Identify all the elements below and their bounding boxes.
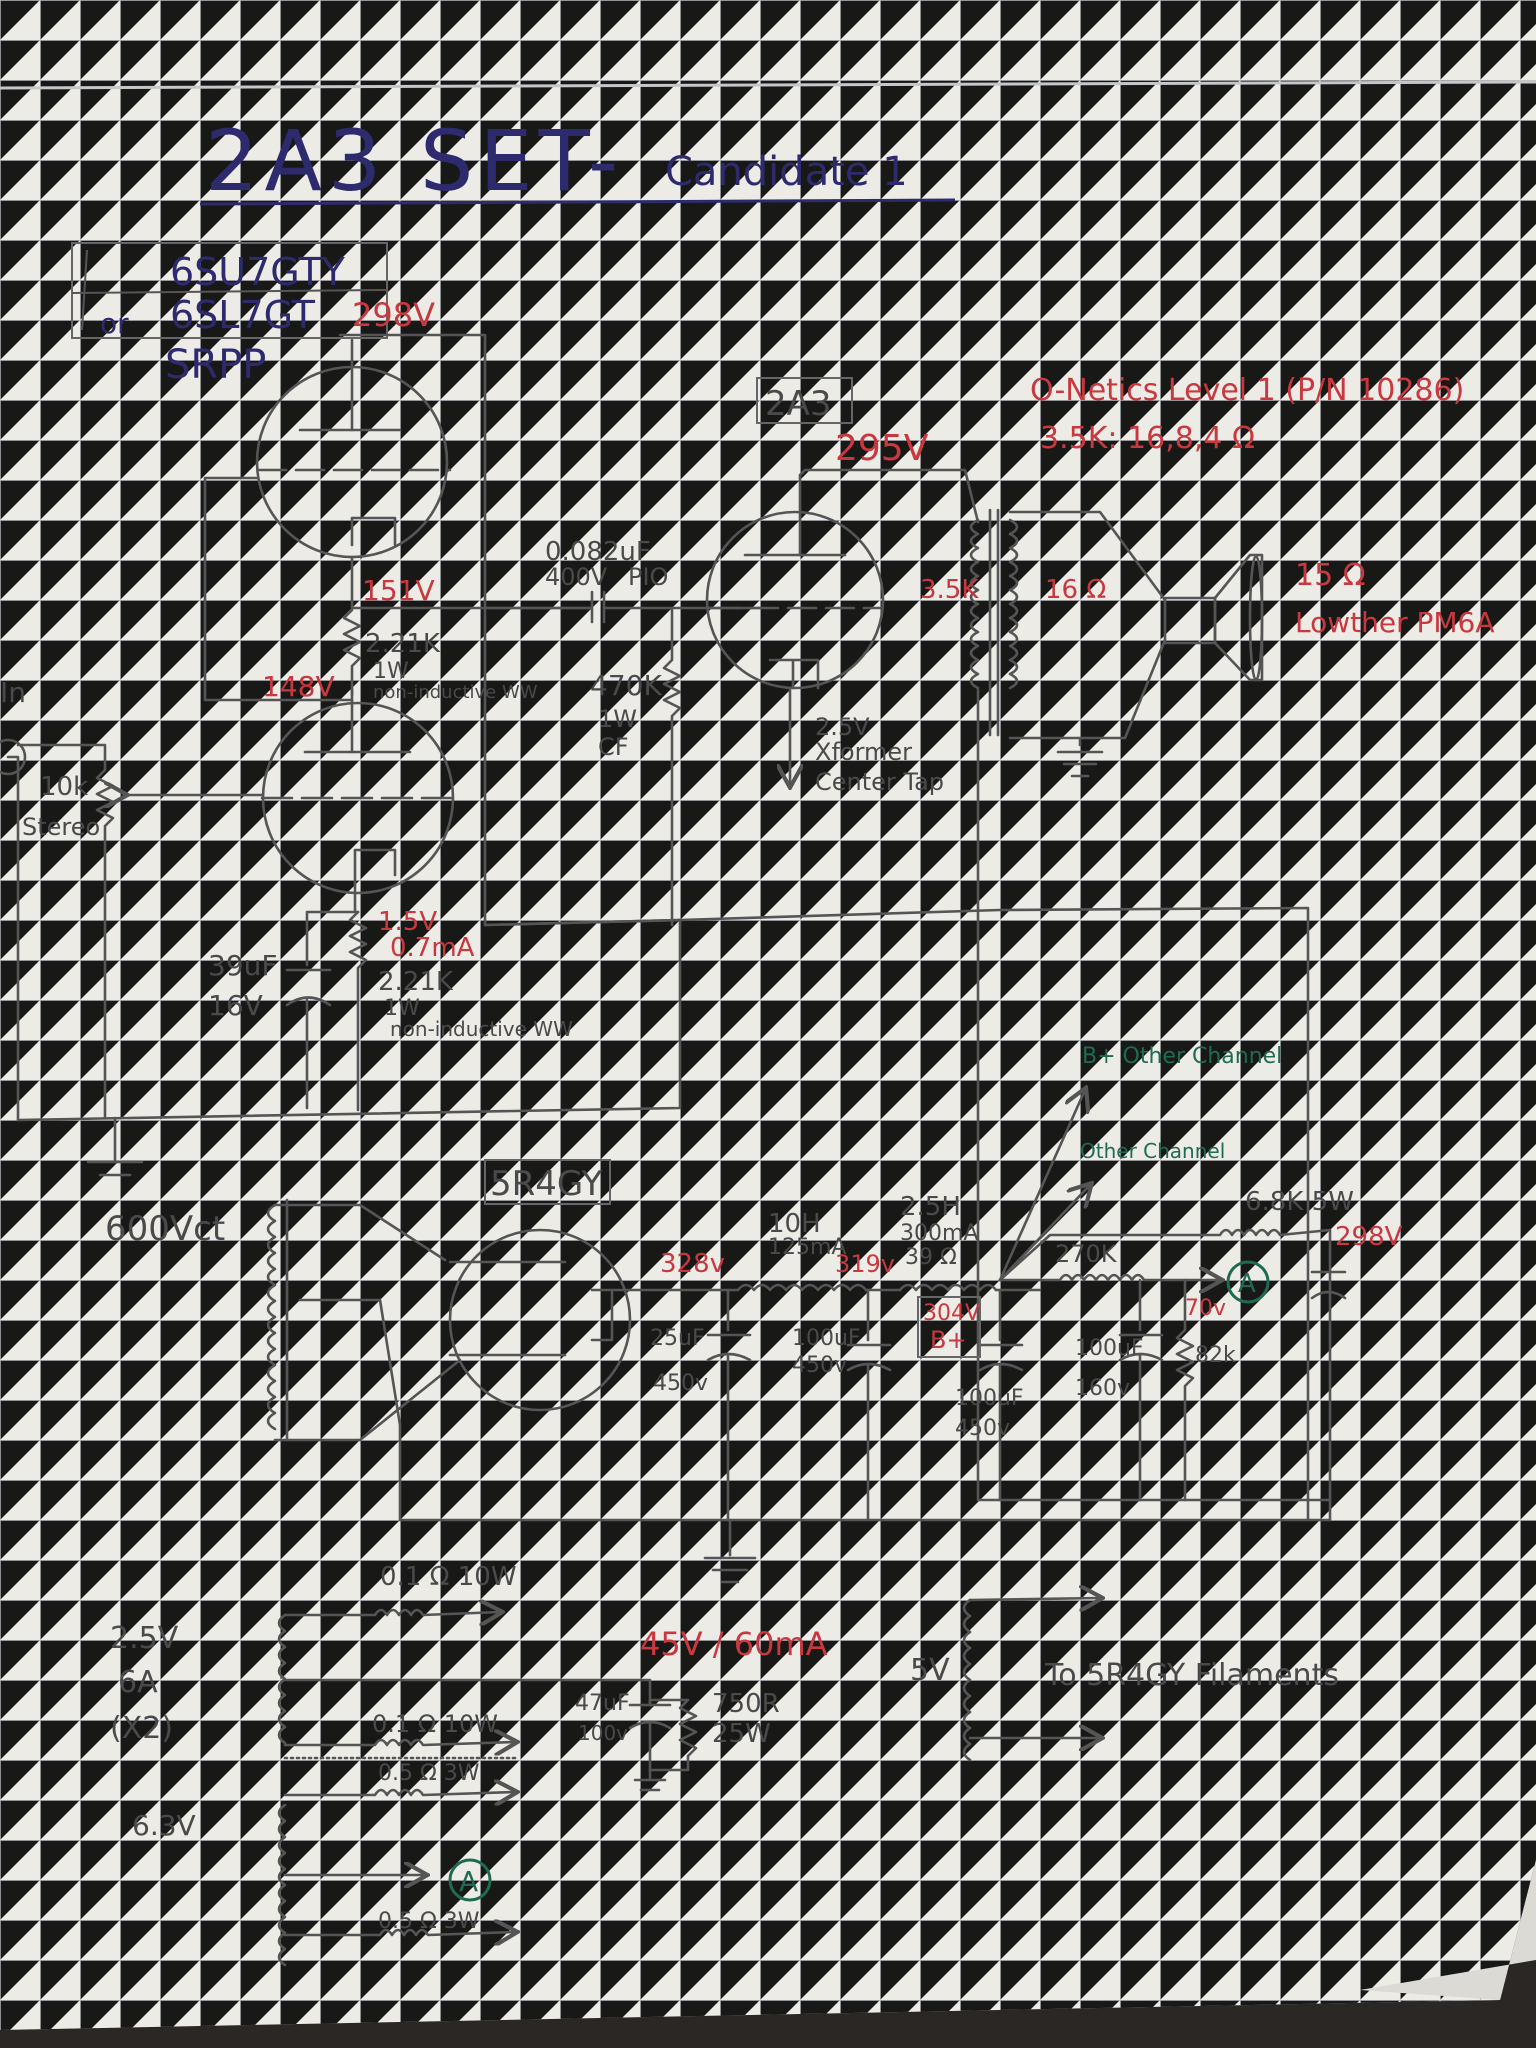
cap3-value: 100uF (955, 1386, 1024, 1411)
bias-resistor-value: 270K (1055, 1240, 1118, 1268)
output-tube-name: 2A3 (765, 384, 832, 424)
output-stage-labels: 0.082uF 400V PIO 470K 1W CF 2A3 295V 2.5… (545, 373, 1495, 796)
driver-bypass-cap-voltage: 16V (208, 989, 263, 1022)
heater-load-resistor-power: 25W (712, 1719, 771, 1749)
heater-winding2-voltage: 6.3V (132, 1809, 196, 1842)
input-label: In (0, 676, 26, 709)
b-plus-label: B+ (930, 1326, 967, 1354)
driver-plate-voltage: 298V (352, 296, 435, 334)
rect-filament-voltage: 5V (910, 1653, 950, 1688)
driver-upper-grid-voltage: 148V (262, 670, 335, 703)
driver-upper-resistor: 2.21K (365, 629, 441, 659)
heater-r4: 0.5 Ω 3W (378, 1909, 480, 1934)
driver-cathode-resistor: 2.21K (378, 967, 454, 997)
cap3-voltage: 450v (955, 1416, 1010, 1441)
choke1-current: 125mA (768, 1235, 846, 1260)
coupling-cap-type: PIO (628, 563, 668, 591)
heater-filter-cap-voltage: 100v (578, 1721, 628, 1745)
heater-r1: 0.1 Ω 10W (380, 1562, 517, 1592)
cap1-value: 25uF (650, 1326, 705, 1351)
output-stage (483, 468, 1310, 1522)
post-choke1-voltage: 319v (835, 1250, 895, 1278)
rectifier-name: 5R4GY (490, 1164, 603, 1204)
heater-filter-cap: 47uF (575, 1691, 630, 1716)
grid-resistor-value: 470K (590, 669, 662, 702)
heater-winding1-voltage: 2.5V (110, 1621, 179, 1656)
driver-cathode-resistor-type: non-inductive WW (390, 1017, 573, 1041)
title-sub: Candidate 1 (665, 149, 908, 195)
heater-dc-supply: 45V / 60mA (640, 1625, 828, 1663)
other-channel-label: Other Channel (1080, 1139, 1225, 1163)
b-plus-other-channel: B+ Other Channel (1082, 1044, 1282, 1069)
choke2-value: 2.5H (900, 1192, 961, 1222)
cap2-voltage: 450v (792, 1353, 847, 1378)
choke2-dcr: 39 Ω (905, 1245, 957, 1270)
driver-topology: SRPP (165, 342, 266, 388)
driver-tube-primary: 6SU7GTY (170, 250, 346, 294)
power-supply (266, 1090, 1347, 1584)
driver-upper-resistor-type: non-inductive WW (373, 682, 538, 703)
filament-note-2: Xformer (815, 738, 912, 766)
driver-cathode-voltage: 1.5V (378, 907, 437, 937)
input-pot-value: 10k (40, 772, 88, 802)
dropper-voltage: 298V (1335, 1222, 1403, 1252)
output-plate-voltage: 295V (835, 428, 929, 469)
title-block: 2A3 SET- Candidate 1 (199, 112, 956, 210)
transformer-secondary-impedance: 16 Ω (1045, 575, 1106, 605)
cap2-value: 100uF (792, 1326, 861, 1351)
driver-stage (0, 333, 682, 1177)
rectifier-output-voltage: 328v (660, 1249, 725, 1279)
choke2-current: 300mA (900, 1221, 978, 1246)
title-main: 2A3 SET- (205, 112, 624, 210)
node-a-marker-supply: A (1238, 1269, 1256, 1299)
bleeder-resistor: 82k (1195, 1343, 1236, 1368)
filament-note-1: 2.5V (815, 713, 870, 741)
driver-cathode-resistor-power: 1W (384, 996, 420, 1021)
driver-cathode-current: 0.7mA (390, 933, 475, 963)
rect-filament-note: To 5R4GY Filaments (1044, 1658, 1339, 1693)
heater-r3: 0.5 Ω 3W (378, 1761, 480, 1786)
driver-midpoint-voltage: 151V (362, 574, 435, 607)
heater-load-resistor: 750R (712, 1689, 780, 1719)
heater-supply (277, 1598, 1100, 1967)
node-a-marker-heater: A (459, 1865, 478, 1898)
ht-winding-label: 600Vct (105, 1209, 225, 1249)
driver-tube-or: or (100, 307, 129, 340)
driver-tube-label: 6SU7GTY or 6SL7GT 298V SRPP (71, 242, 435, 388)
heater-winding1-current: 6A (118, 1665, 158, 1700)
b-plus-voltage: 304V (923, 1301, 980, 1326)
driver-upper-resistor-power: 1W (373, 659, 409, 684)
driver-bypass-cap: 39uF (208, 949, 277, 982)
speaker-model: Lowther PM6A (1295, 606, 1495, 639)
bias-voltage: 70v (1185, 1296, 1226, 1321)
cap4-value: 100uF (1075, 1336, 1144, 1361)
choke1-value: 10H (768, 1209, 821, 1239)
driver-stage-labels: 151V 148V 2.21K 1W non-inductive WW 1.5V… (0, 574, 573, 1041)
transformer-primary-impedance: 3.5K (920, 575, 979, 605)
grid-resistor-power: 1W (598, 705, 637, 733)
coupling-cap-voltage: 400V (545, 563, 608, 591)
heater-labels: 0.1 Ω 10W 2.5V 6A (X2) 45V / 60mA 47uF 1… (110, 1562, 1339, 1934)
grid-resistor-type: CF (598, 733, 629, 761)
heater-r2: 0.1 Ω 10W (372, 1710, 498, 1738)
transformer-ratio: 3.5K: 16,8,4 Ω (1040, 421, 1255, 456)
input-pot-type: Stereo (22, 813, 100, 841)
cap1-voltage: 450v (653, 1371, 708, 1396)
heater-winding1-count: (X2) (110, 1711, 173, 1746)
dropper-resistor: 6.8K 5W (1245, 1187, 1354, 1217)
filament-note-3: Center Tap (815, 768, 944, 796)
speaker-impedance: 15 Ω (1295, 558, 1366, 593)
driver-tube-alternate: 6SL7GT (170, 293, 316, 337)
power-supply-labels: 5R4GY 600Vct 328v 25uF 450v 10H 125mA 31… (105, 1044, 1403, 1441)
cap4-voltage: 160v (1075, 1376, 1130, 1401)
coupling-cap-value: 0.082uF (545, 537, 651, 567)
transformer-model: O-Netics Level 1 (P/N 10286) (1030, 373, 1464, 408)
